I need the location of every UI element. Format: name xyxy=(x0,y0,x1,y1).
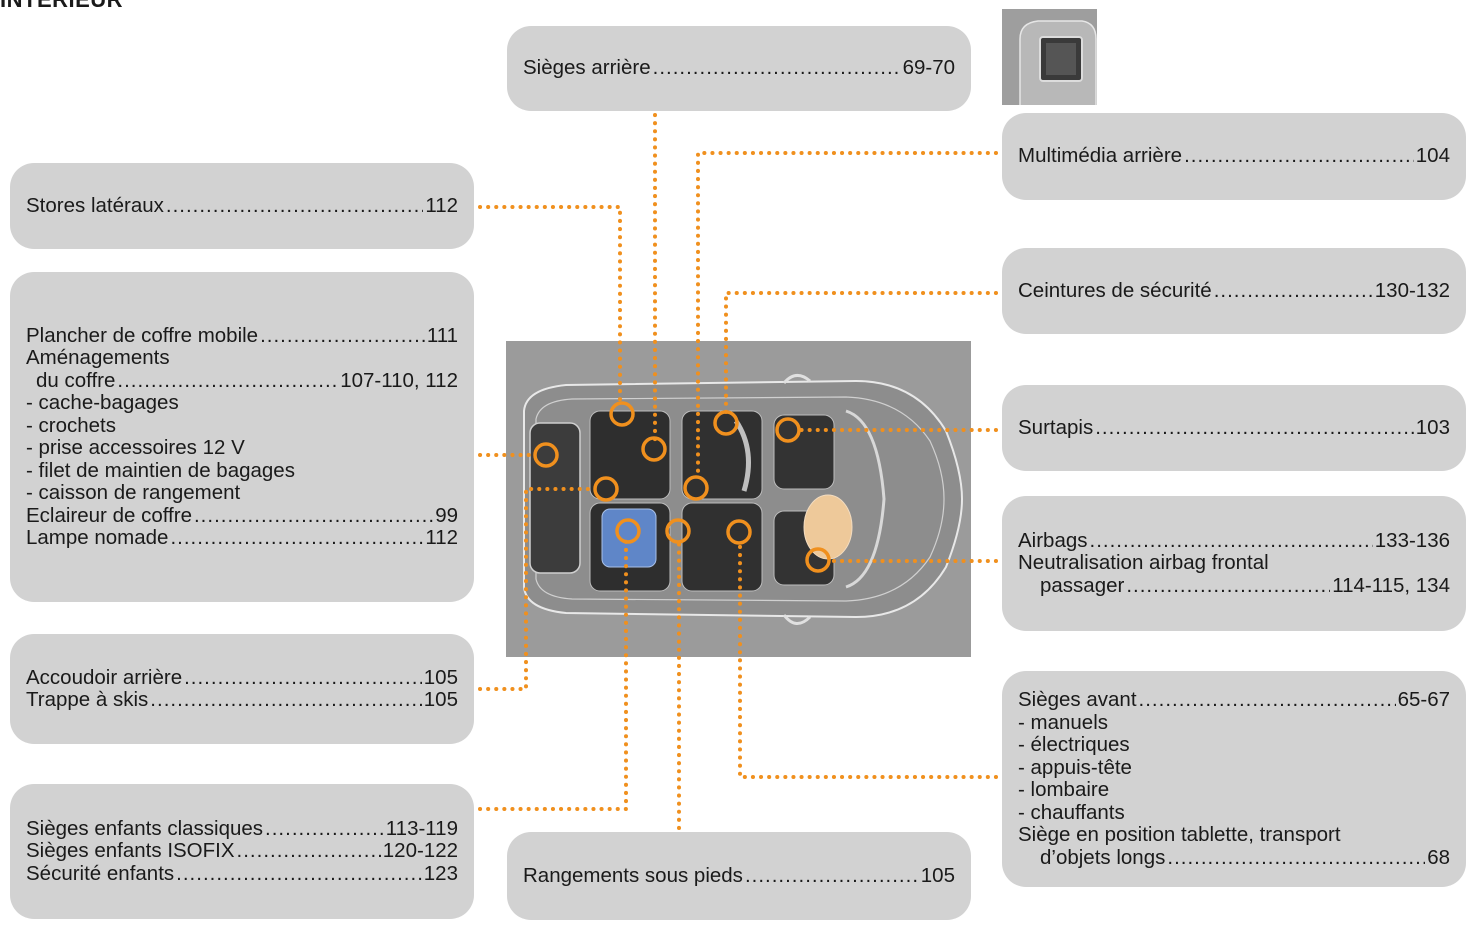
list-item: - filet de maintien de bagages xyxy=(26,458,295,482)
entry-plancher-coffre[interactable]: Plancher de coffre mobile111 xyxy=(26,324,458,348)
car-interior-top-view-icon xyxy=(506,341,971,657)
page-title: INTÉRIEUR xyxy=(0,0,123,13)
list-item: - crochets xyxy=(26,413,116,437)
entry-neutralisation: Neutralisation airbag frontal xyxy=(1018,551,1269,575)
entry-securite-enfants[interactable]: Sécurité enfants123 xyxy=(26,862,458,886)
list-item: - chauffants xyxy=(1018,800,1125,824)
box-sieges-enfants: Sièges enfants classiques113-119 Sièges … xyxy=(10,784,474,919)
entry-sieges-arriere[interactable]: Sièges arrière69-70 xyxy=(523,57,955,80)
entry-lampe-nomade[interactable]: Lampe nomade112 xyxy=(26,526,458,550)
list-item: - appuis-tête xyxy=(1018,755,1132,779)
list-item: - cache-bagages xyxy=(26,391,179,414)
box-rangements: Rangements sous pieds105 xyxy=(507,832,971,920)
box-ceintures: Ceintures de sécurité130-132 xyxy=(1002,248,1466,334)
entry-rangements[interactable]: Rangements sous pieds105 xyxy=(523,864,955,888)
box-airbags: Airbags133-136 Neutralisation airbag fro… xyxy=(1002,496,1466,631)
box-stores-lateraux: Stores latéraux112 xyxy=(10,163,474,249)
entry-enfants-isofix[interactable]: Sièges enfants ISOFIX120-122 xyxy=(26,840,458,863)
rear-multimedia-screen-icon xyxy=(1002,9,1097,105)
entry-stores-lateraux[interactable]: Stores latéraux112 xyxy=(26,193,458,218)
page-ref: 112 xyxy=(425,193,458,217)
box-multimedia: Multimédia arrière104 xyxy=(1002,113,1466,200)
entry-enfants-classiques[interactable]: Sièges enfants classiques113-119 xyxy=(26,817,458,841)
entry-eclaireur[interactable]: Eclaireur de coffre99 xyxy=(26,504,458,528)
box-accoudoir: Accoudoir arrière105 Trappe à skis105 xyxy=(10,634,474,744)
box-surtapis: Surtapis103 xyxy=(1002,385,1466,471)
box-sieges-avant: Sièges avant65-67 - manuels - électrique… xyxy=(1002,671,1466,887)
entry-passager[interactable]: passager114-115, 134 xyxy=(1018,574,1450,598)
list-item: - lombaire xyxy=(1018,778,1110,801)
entry-trappe-skis[interactable]: Trappe à skis105 xyxy=(26,688,458,712)
entry-amenagements: Aménagements xyxy=(26,346,170,369)
box-sieges-arriere: Sièges arrière69-70 xyxy=(507,26,971,111)
entry-sieges-avant[interactable]: Sièges avant65-67 xyxy=(1018,688,1450,712)
entry-accoudoir[interactable]: Accoudoir arrière105 xyxy=(26,666,458,690)
entry-objets-longs[interactable]: d’objets longs68 xyxy=(1018,846,1450,870)
entry-airbags[interactable]: Airbags133-136 xyxy=(1018,529,1450,553)
list-item: - électriques xyxy=(1018,733,1130,756)
entry-multimedia[interactable]: Multimédia arrière104 xyxy=(1018,145,1450,168)
list-item: - prise accessoires 12 V xyxy=(26,436,245,459)
entry-siege-tablette: Siège en position tablette, transport xyxy=(1018,823,1341,846)
list-item: - manuels xyxy=(1018,710,1109,734)
entry-surtapis[interactable]: Surtapis103 xyxy=(1018,416,1450,440)
list-item: - caisson de rangement xyxy=(26,481,241,504)
box-coffre: Plancher de coffre mobile111 Aménagement… xyxy=(10,272,474,602)
entry-du-coffre[interactable]: du coffre107-110, 112 xyxy=(26,369,458,393)
entry-ceintures[interactable]: Ceintures de sécurité130-132 xyxy=(1018,279,1450,303)
page-ref: 69-70 xyxy=(902,56,955,80)
